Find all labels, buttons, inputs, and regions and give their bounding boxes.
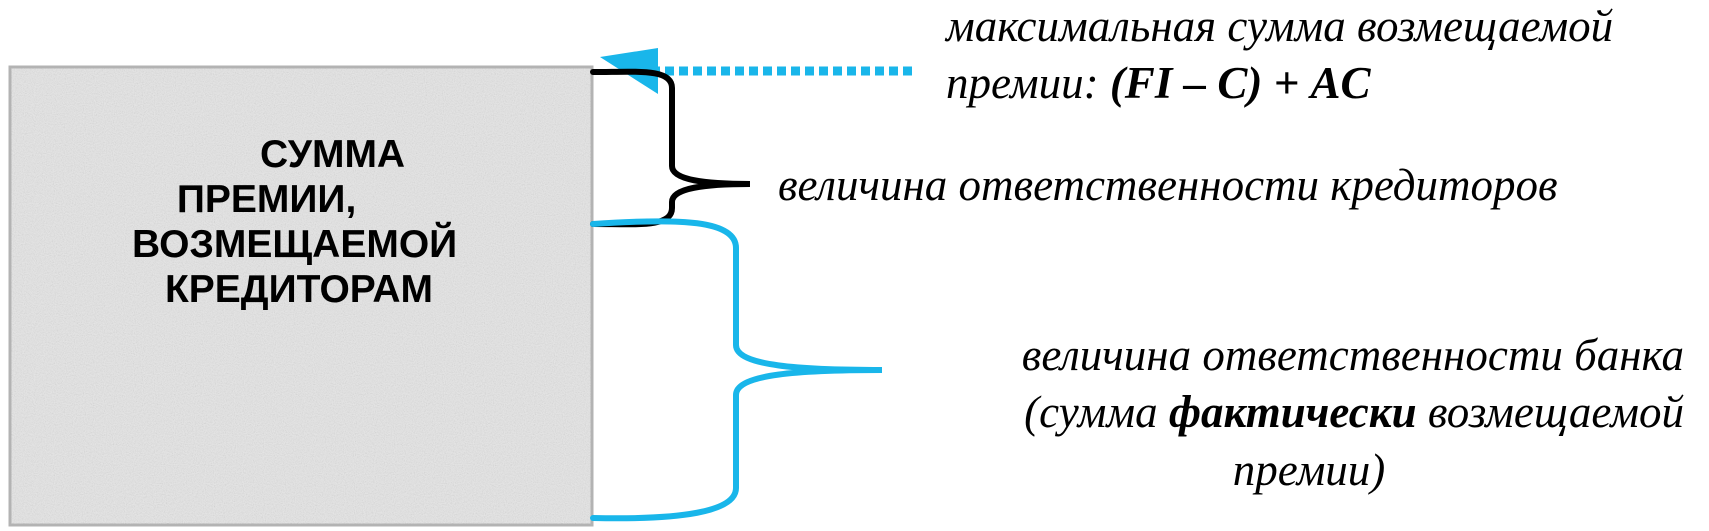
bank-label-suffix: возмещаемой [1417, 387, 1685, 437]
creditors-brace [590, 68, 751, 228]
max-premium-label-line-2: премии: (FI – C) + AC [946, 58, 1371, 108]
max-premium-label-prefix: премии: [946, 58, 1110, 108]
bank-label-emphasis: фактически [1169, 387, 1417, 437]
creditors-liability-label: величина ответственности кредиторов [778, 160, 1558, 210]
box-title-line-2: ПРЕМИИ, [177, 178, 356, 221]
max-premium-formula: (FI – C) + AC [1110, 58, 1372, 108]
box-title: СУММА ПРЕМИИ, ВОЗМЕЩАЕМОЙ КРЕДИТОРАМ [132, 133, 468, 311]
premium-box-texture [11, 68, 591, 524]
max-premium-label-line-1: максимальная сумма возмещаемой [944, 1, 1614, 51]
bank-liability-label-line-2: (сумма фактически возмещаемой [1024, 387, 1684, 437]
box-title-line-3: ВОЗМЕЩАЕМОЙ [132, 221, 457, 266]
box-title-line-1: СУММА [260, 133, 405, 176]
bank-liability-label-line-1: величина ответственности банка [1022, 330, 1684, 380]
bank-brace [590, 218, 883, 522]
bank-liability-label-line-3: премии) [1233, 445, 1386, 495]
bank-label-prefix: (сумма [1024, 387, 1169, 437]
box-title-line-4: КРЕДИТОРАМ [165, 268, 433, 311]
